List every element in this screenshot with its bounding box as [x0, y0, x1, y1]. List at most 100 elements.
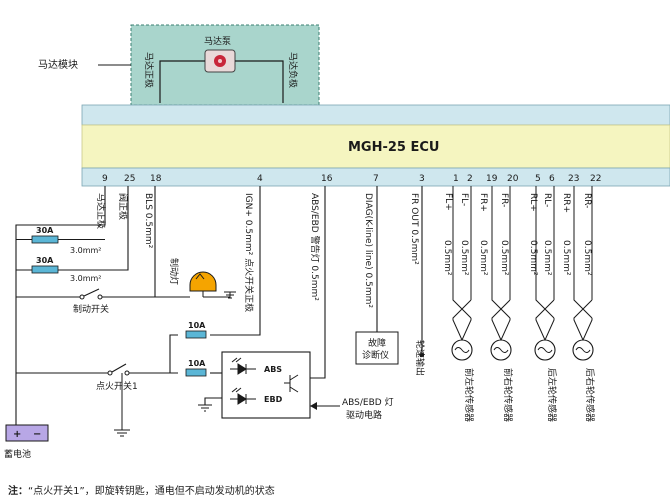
motor-right-wire-label: 马达负极 — [287, 52, 299, 88]
pin-number: 19 — [486, 174, 498, 184]
battery-icon — [5, 424, 49, 442]
pin-number: 22 — [590, 174, 601, 184]
pin-number: 2 — [467, 174, 473, 184]
diagnostic-tool-box — [355, 331, 399, 365]
driver-label-1: ABS/EBD 灯 — [342, 397, 394, 408]
brake-lamp-label: 制动灯 — [168, 258, 180, 285]
pin-number: 9 — [102, 174, 108, 184]
wire-size-label: 0.5mm² — [499, 240, 509, 276]
pin-label-rl-minus: RL- — [542, 193, 552, 207]
brake-switch-label: 制动开关 — [73, 303, 109, 315]
pin-label-ign: IGN+ 0.5mm² 点火开关正极 — [243, 193, 255, 312]
ecu-top-band — [81, 104, 670, 126]
driver-label-2: 驱动电路 — [346, 409, 382, 421]
battery-minus: − — [33, 429, 41, 440]
driver-arrow-head — [310, 402, 317, 410]
pin-number: 7 — [373, 174, 379, 184]
warning-led-icon — [230, 387, 256, 405]
motor-left-wire-label: 马达正极 — [143, 52, 155, 88]
sensor-rear-left: 后左轮传感器 — [546, 368, 558, 422]
pin-number: 6 — [549, 174, 555, 184]
sensor-rear-right: 后右轮传感器 — [584, 368, 596, 422]
pin-label-diag: DIAG(K-line) line) 0.5mm² — [363, 193, 373, 308]
motor-wire-left — [159, 60, 205, 103]
wire-3mm-2: 3.0mm² — [70, 274, 102, 283]
brake-lamp-icon — [189, 271, 231, 298]
ebd-label: EBD — [264, 395, 283, 404]
fuse-10a-1: 10A — [188, 321, 206, 330]
ecu-title: MGH-25 ECU — [348, 140, 439, 155]
sensor-front-left: 前左轮传感器 — [463, 368, 475, 422]
fuse-icon — [31, 265, 59, 274]
ecu-title-band — [81, 124, 670, 169]
wire-3mm-1: 3.0mm² — [70, 246, 102, 255]
wheel-speed-sensor-icon — [451, 339, 594, 361]
diag-box-line-2: 诊断仪 — [362, 349, 389, 361]
transistor-icon — [284, 374, 299, 393]
pin-label-rr-plus: RR+ — [561, 193, 571, 213]
wire-size-label: 0.5mm² — [459, 240, 469, 276]
pin-label-motor-pos: 马达正极 — [95, 193, 107, 229]
diag-box-line-1: 故障 — [368, 337, 386, 349]
pin-number: 1 — [453, 174, 459, 184]
wheel-out-terminal — [420, 353, 424, 357]
footnote-prefix: 注： — [8, 486, 28, 497]
wiring — [15, 186, 423, 425]
pin-label-fr-plus: FR+ — [478, 193, 488, 212]
battery-label: 蓄电池 — [4, 448, 31, 460]
ecu-pin-band — [81, 167, 670, 187]
fuse-icon — [185, 330, 207, 339]
abs-label: ABS — [264, 365, 282, 374]
switch-icon — [107, 363, 130, 376]
wire-size-label: 0.5mm² — [478, 240, 488, 276]
pin-number: 23 — [568, 174, 579, 184]
battery-plus: + — [13, 429, 21, 440]
pin-label-fr-out: FR OUT 0.5mm² — [409, 193, 419, 265]
sensor-wires — [452, 186, 593, 341]
sensor-wave — [454, 347, 591, 353]
ground-icon — [224, 291, 236, 299]
pin-label-bls: BLS 0.5mm² — [143, 193, 153, 249]
pin-label-abs-ebd: ABS/EBD 警告灯 0.5mm² — [309, 193, 321, 301]
wire-size-label: 0.5mm² — [442, 240, 452, 276]
pin-number: 25 — [124, 174, 135, 184]
switch-icon — [79, 288, 103, 300]
footnote-text: “点火开关1”，即旋转钥匙，通电但不启动发动机的状态 — [28, 486, 275, 497]
wheel-out-label: 轮速输出 — [414, 340, 426, 376]
fuse-30a-2: 30A — [36, 256, 54, 265]
pin-number: 3 — [419, 174, 425, 184]
wire-size-label: 0.5mm² — [561, 240, 571, 276]
pin-number: 16 — [321, 174, 333, 184]
motor-wire-right — [235, 60, 284, 103]
pin-number: 5 — [535, 174, 541, 184]
motor-icon — [204, 49, 236, 73]
pin-label-fl-minus: FL- — [459, 193, 469, 206]
ecu-pin-numbers: 9 25 18 4 16 7 3 1 2 19 20 5 6 23 22 — [102, 174, 601, 184]
fuse-icon — [16, 235, 105, 244]
footnote: 注：“点火开关1”，即旋转钥匙，通电但不启动发动机的状态 — [8, 482, 275, 497]
pin-labels: 马达正极 阀正极 BLS 0.5mm² IGN+ 0.5mm² 点火开关正极 A… — [95, 193, 592, 312]
pin-number: 4 — [257, 174, 263, 184]
fuse-icon — [185, 368, 207, 377]
sensor-front-right: 前右轮传感器 — [502, 368, 514, 422]
pin-label-fl-plus: FL+ — [443, 193, 453, 211]
wire-size-label: 0.5mm² — [542, 240, 552, 276]
ground-icon — [114, 429, 130, 437]
ground-icon — [198, 404, 212, 412]
warning-led-icon — [230, 357, 256, 375]
wire-size-label: 0.5mm² — [582, 240, 592, 276]
fuse-30a-1: 30A — [36, 226, 54, 235]
pin-label-fr-minus: FR- — [499, 193, 509, 207]
pin-label-valve-pos: 阀正极 — [117, 193, 129, 220]
pin-label-rr-minus: RR- — [582, 193, 592, 208]
fuse-10a-2: 10A — [188, 359, 206, 368]
pin-label-rl-plus: RL+ — [528, 193, 538, 212]
pin-number: 18 — [150, 174, 162, 184]
motor-name: 马达泵 — [204, 35, 231, 47]
motor-module-label: 马达模块 — [38, 59, 78, 71]
pin-number: 20 — [507, 174, 519, 184]
abs-ebd-warning-box — [221, 351, 311, 419]
ignition-switch-label: 点火开关1 — [96, 380, 138, 392]
wire-size-label: 0.5mm² — [528, 240, 538, 276]
